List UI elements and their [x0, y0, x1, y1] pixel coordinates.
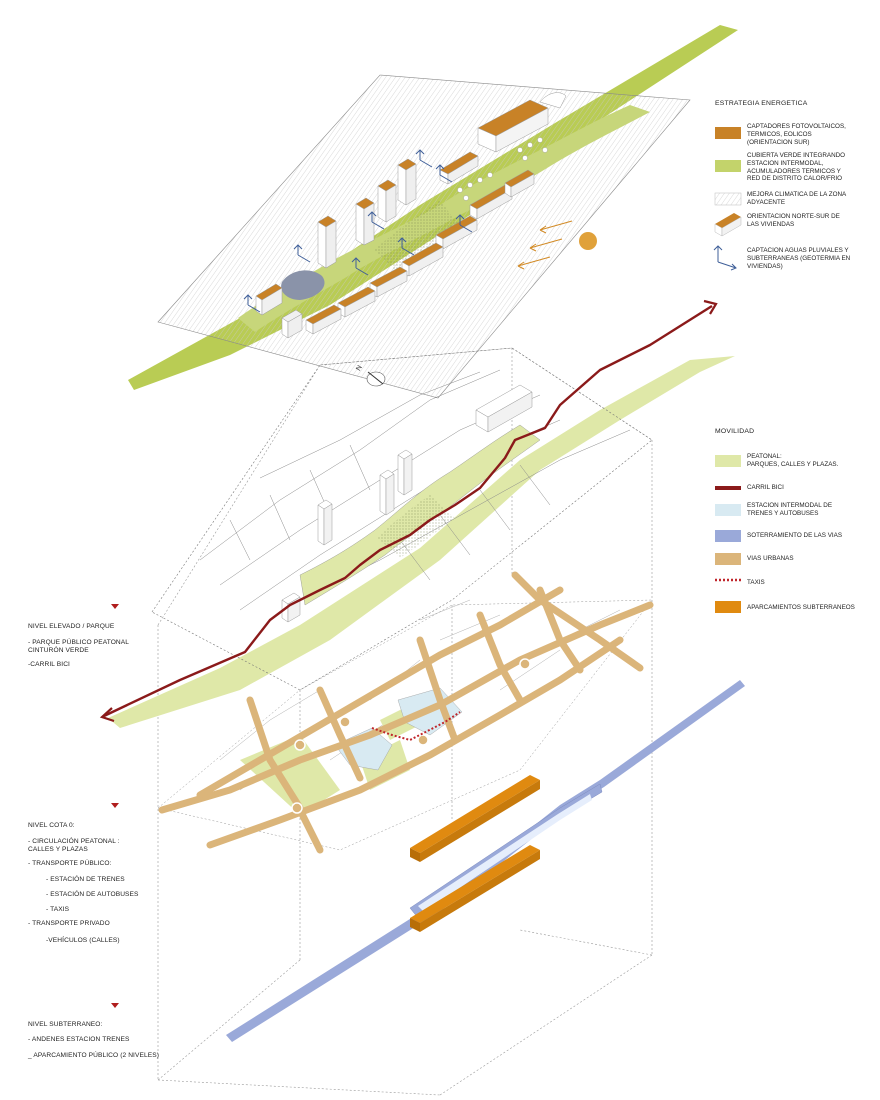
legend-energy-item-1: CAPTADORES FOTOVOLTAICOS, TERMICOS, EOLI…: [747, 123, 846, 146]
bike-lane-path: [103, 304, 713, 718]
legend-energy-item-3: MEJORA CLIMATICA DE LA ZONA ADYACENTE: [747, 191, 847, 206]
energy-buildings: [255, 92, 567, 339]
north-compass-icon: [366, 371, 386, 387]
level-ground-line-2: CALLES Y PLAZAS: [28, 846, 88, 853]
roads-swatch: [715, 553, 741, 565]
legend-energy-item-2: CUBIERTA VERDE INTEGRANDO ESTACION INTER…: [747, 152, 846, 183]
urban-roads: [158, 571, 654, 854]
bike-arrow-start-icon: [99, 707, 115, 723]
level-underground-line-2: _ APARCAMIENTO PÚBLICO (2 NIVELES): [28, 1052, 160, 1059]
sun-icon: [579, 232, 597, 250]
level-ground-sub-1: - ESTACIÓN DE TRENES: [46, 876, 125, 883]
level-elevated-line-2: CINTURÓN VERDE: [28, 647, 89, 654]
rainwater-arrows-icon: [713, 245, 737, 271]
level-marker-elevated-icon: [111, 604, 119, 609]
energy-level-plate: N: [128, 25, 738, 399]
green-roof-icon: [715, 160, 741, 172]
park-level-plate: [99, 299, 735, 728]
level-marker-underground-icon: [111, 1003, 119, 1008]
legend-mobility-item-1: PEATONAL: PARQUES, CALLES Y PLAZAS.: [747, 453, 839, 468]
level-ground-title: NIVEL COTA 0:: [28, 822, 75, 829]
level-underground-title: NIVEL SUBTERRANEO:: [28, 1021, 103, 1028]
underground-parking-bottom: [410, 845, 540, 932]
bike-lane-swatch: [715, 486, 741, 490]
parking-swatch: [715, 601, 741, 613]
pedestrian-swatch: [715, 455, 741, 467]
level-ground-line-4: - TRANSPORTE PRIVADO: [28, 920, 110, 927]
legend-mobility-item-3: ESTACION INTERMODAL DE TRENES Y AUTOBUSE…: [747, 502, 833, 517]
legend-energy-item-5: CAPTACION AGUAS PLUVIALES Y SUBTERRANEAS…: [747, 247, 851, 270]
ground-level-plate: [157, 571, 654, 854]
trees: [457, 137, 548, 201]
level-ground-sub-3: - TAXIS: [46, 906, 70, 913]
ground-level-outline: [157, 599, 653, 851]
level-underground-line-1: - ANDENES ESTACION TRENES: [28, 1036, 130, 1043]
level-marker-ground-icon: [111, 803, 119, 808]
rail-swatch: [715, 530, 741, 542]
hatch-icon: [714, 192, 742, 206]
legend-mobility-item-4: SOTERRAMIENTO DE LAS VIAS: [747, 532, 843, 539]
park-vegetation-texture: [375, 200, 470, 270]
level-elevated-line-1: - PARQUE PÚBLICO PEATONAL: [28, 639, 130, 646]
compass-label: N: [355, 364, 364, 372]
solar-collector-icon: [715, 127, 741, 139]
level-ground-line-1: - CIRCULACIÓN PEATONAL :: [28, 838, 120, 845]
park-corridor-band: [108, 356, 735, 728]
housing-block-icon: [714, 213, 742, 237]
bike-arrow-end-icon: [703, 299, 718, 315]
roundabouts: [291, 658, 531, 814]
level-ground-sub-4: -VEHÍCULOS (CALLES): [46, 937, 120, 944]
underground-level: [226, 680, 745, 1042]
level-elevated-line-3: -CARRIL BICI: [28, 661, 70, 668]
level-ground-sub-2: - ESTACIÓN DE AUTOBUSES: [46, 891, 139, 898]
level-ground-line-3: - TRANSPORTE PÚBLICO:: [28, 860, 112, 867]
underground-rail-band: [226, 680, 745, 1042]
underground-parking-top: [410, 775, 540, 862]
pond-shape: [281, 270, 325, 300]
station-swatch: [715, 504, 741, 516]
legend-mobility-title: MOVILIDAD: [715, 428, 755, 435]
legend-mobility-item-6: TAXIS: [747, 579, 765, 586]
legend-mobility-item-2: CARRIL BICI: [747, 484, 784, 491]
legend-mobility-item-5: VIAS URBANAS: [747, 555, 794, 562]
level-elevated-title: NIVEL ELEVADO / PARQUE: [28, 623, 115, 630]
legend-energy-item-4: ORIENTACION NORTE-SUR DE LAS VIVIENDAS: [747, 213, 840, 228]
legend-energy-swatches: [713, 127, 742, 271]
rainwater-arrows: [243, 149, 473, 313]
taxi-stand-line: [371, 711, 461, 742]
legend-mobility-swatches: [715, 455, 741, 613]
solar-rays: [517, 220, 573, 270]
legend-mobility-item-7: APARCAMIENTOS SUBTERRANEOS: [747, 604, 855, 611]
legend-energy-title: ESTRATEGIA ENERGETICA: [715, 100, 808, 107]
